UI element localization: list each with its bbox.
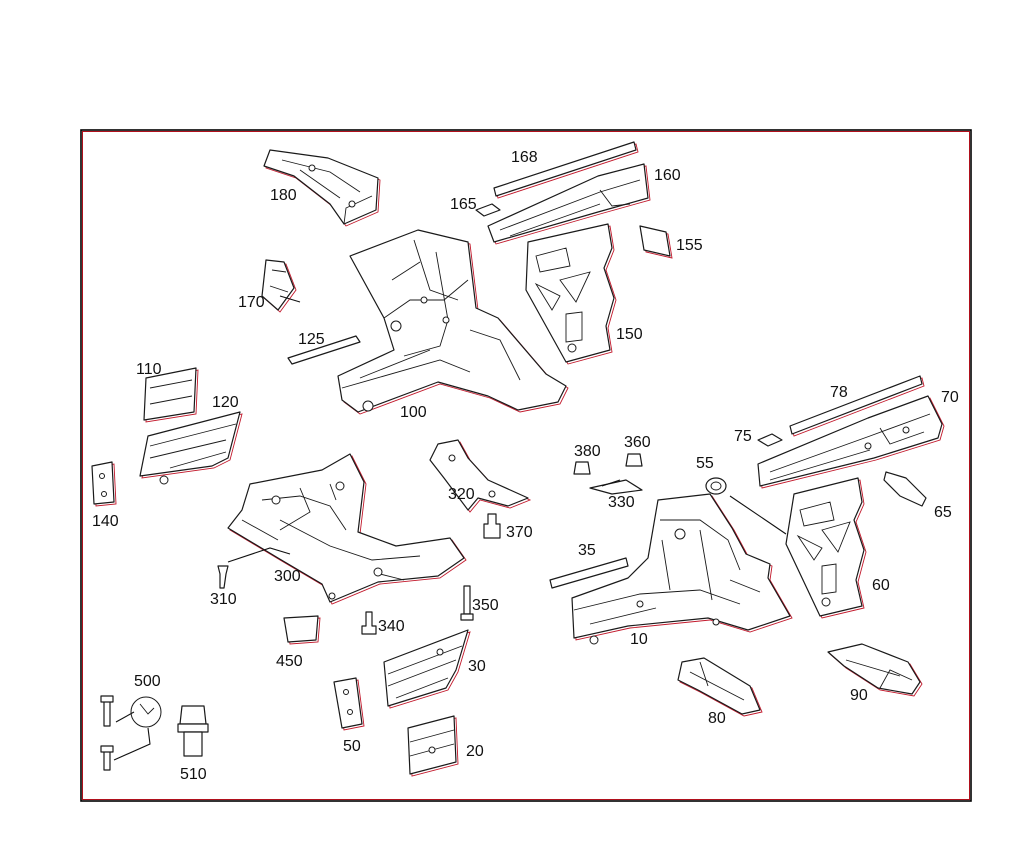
part-510 <box>177 705 209 757</box>
part-160 <box>487 163 651 245</box>
label-350: 350 <box>472 597 499 614</box>
label-360: 360 <box>624 434 651 451</box>
part-90 <box>827 643 923 697</box>
label-78: 78 <box>830 384 848 401</box>
part-120 <box>139 411 243 485</box>
part-500 <box>100 695 162 771</box>
part-320 <box>429 439 532 513</box>
part-125 <box>287 335 361 365</box>
part-150 <box>525 223 617 365</box>
label-70: 70 <box>941 389 959 406</box>
label-100: 100 <box>400 404 427 421</box>
label-35: 35 <box>578 542 596 559</box>
part-35 <box>549 557 629 589</box>
leader-lines <box>113 295 787 761</box>
label-160: 160 <box>654 167 681 184</box>
label-50: 50 <box>343 738 361 755</box>
label-370: 370 <box>506 524 533 541</box>
label-10: 10 <box>630 631 648 648</box>
part-80 <box>677 657 763 717</box>
part-75 <box>757 433 783 447</box>
label-155: 155 <box>676 237 703 254</box>
part-78 <box>789 375 925 437</box>
label-80: 80 <box>708 710 726 727</box>
label-20: 20 <box>466 743 484 760</box>
label-320: 320 <box>448 486 475 503</box>
label-510: 510 <box>180 766 207 783</box>
part-370 <box>483 513 501 539</box>
part-380 <box>573 461 591 475</box>
part-65 <box>883 471 927 507</box>
label-180: 180 <box>270 187 297 204</box>
part-140 <box>91 461 117 507</box>
part-350 <box>460 585 474 621</box>
label-60: 60 <box>872 577 890 594</box>
part-155 <box>639 225 673 259</box>
part-50 <box>333 677 365 731</box>
label-380: 380 <box>574 443 601 460</box>
label-500: 500 <box>134 673 161 690</box>
label-140: 140 <box>92 513 119 530</box>
part-55 <box>705 477 727 495</box>
label-125: 125 <box>298 331 325 348</box>
part-340 <box>361 611 377 635</box>
part-300 <box>227 453 467 605</box>
part-330 <box>589 479 643 495</box>
part-450 <box>283 615 321 645</box>
part-labels: 168 160 180 165 155 170 150 125 110 78 7… <box>92 149 959 783</box>
part-168 <box>493 141 639 199</box>
part-310 <box>217 565 229 589</box>
label-330: 330 <box>608 494 635 511</box>
part-70 <box>757 395 945 489</box>
label-75: 75 <box>734 428 752 445</box>
label-55: 55 <box>696 455 714 472</box>
label-30: 30 <box>468 658 486 675</box>
part-20 <box>407 715 459 777</box>
part-180 <box>263 149 381 227</box>
part-100 <box>337 229 569 415</box>
label-170: 170 <box>238 294 265 311</box>
part-110 <box>143 367 199 423</box>
diagram-frame <box>80 129 972 802</box>
label-300: 300 <box>274 568 301 585</box>
part-30 <box>383 629 471 709</box>
label-65: 65 <box>934 504 952 521</box>
part-10 <box>571 493 793 645</box>
label-340: 340 <box>378 618 405 635</box>
label-120: 120 <box>212 394 239 411</box>
label-168: 168 <box>511 149 538 166</box>
label-310: 310 <box>210 591 237 608</box>
part-170 <box>261 259 297 313</box>
label-450: 450 <box>276 653 303 670</box>
label-165: 165 <box>450 196 477 213</box>
label-110: 110 <box>136 361 162 378</box>
label-150: 150 <box>616 326 643 343</box>
part-360 <box>625 453 643 467</box>
part-60 <box>785 477 867 619</box>
part-165 <box>475 203 501 217</box>
label-90: 90 <box>850 687 868 704</box>
